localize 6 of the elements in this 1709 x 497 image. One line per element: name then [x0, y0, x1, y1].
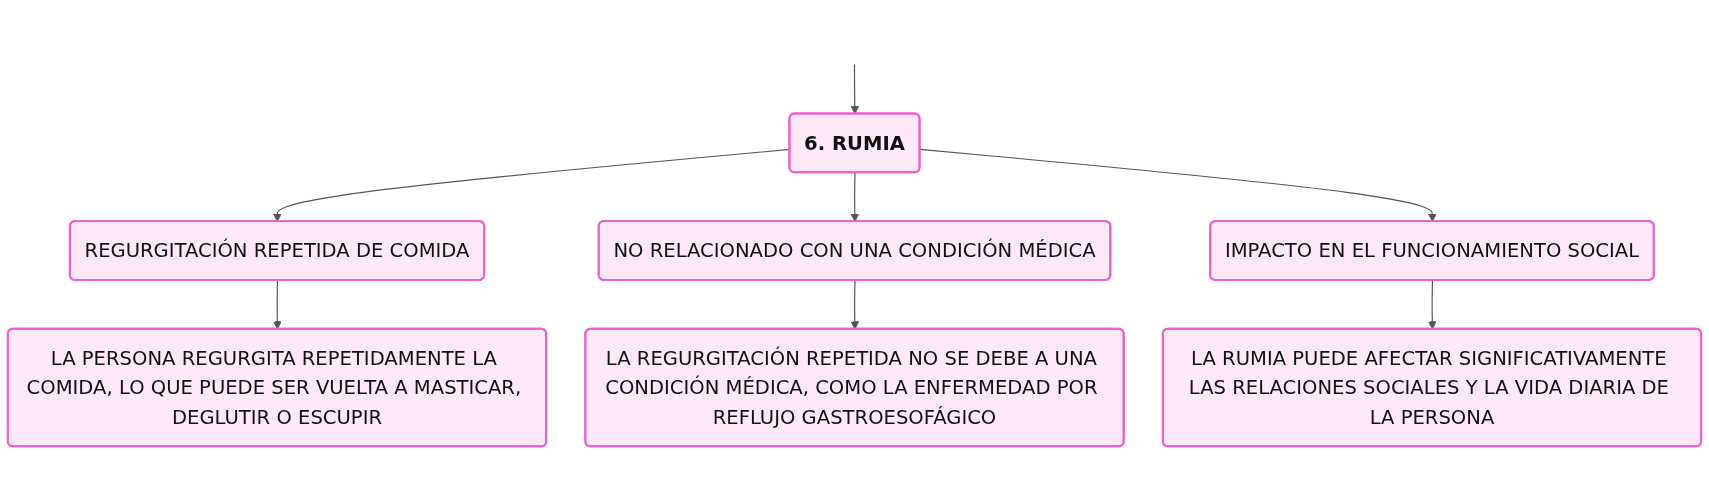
arrow: [273, 279, 282, 330]
arrow: [850, 172, 860, 222]
arrow: [850, 63, 860, 115]
arrow: [850, 279, 860, 330]
arrow: [919, 148, 1437, 222]
arrow: [1428, 279, 1437, 330]
